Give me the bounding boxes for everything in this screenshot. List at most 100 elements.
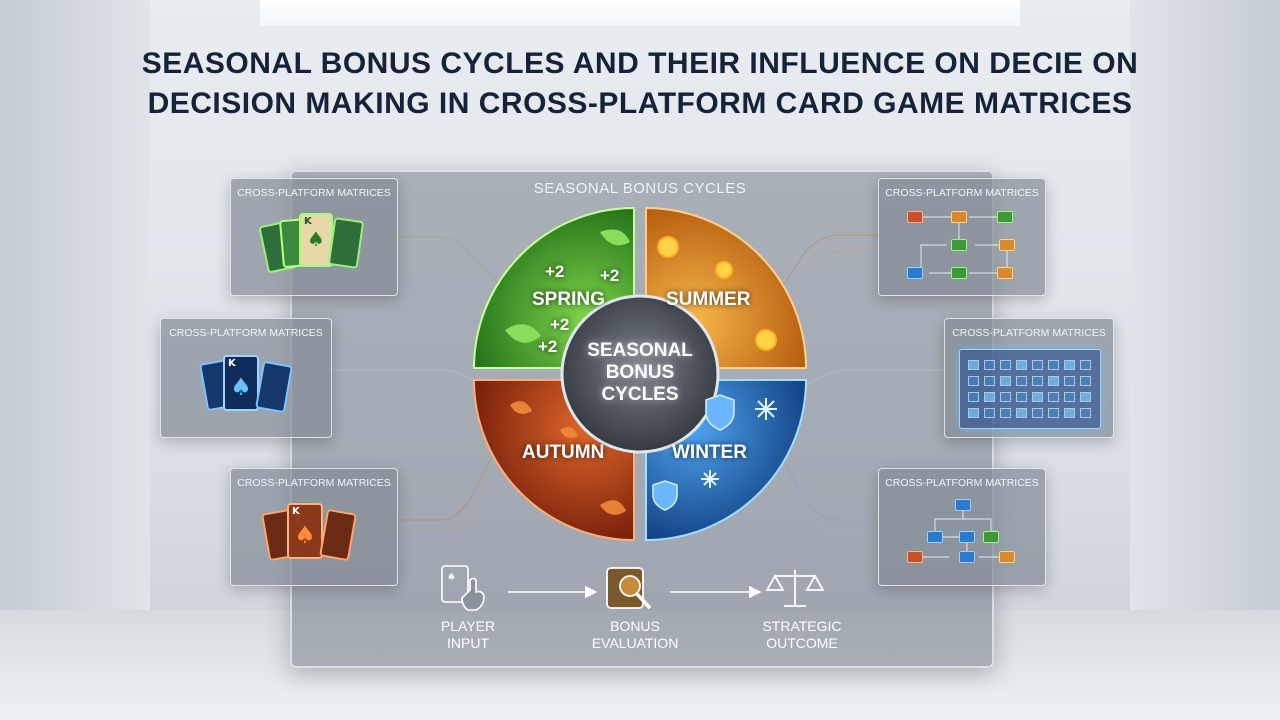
spade-icon: ♠ — [230, 373, 252, 401]
scales-icon — [765, 570, 825, 607]
matrix-node — [959, 531, 975, 543]
flow-step-line-1: BONUS — [610, 618, 660, 634]
card-king: K ♠ — [287, 503, 323, 559]
matrix-node — [951, 211, 967, 223]
center-label: SEASONAL BONUS CYCLES — [560, 340, 720, 406]
side-panel-label: CROSS-PLATFORM MATRICES — [952, 327, 1106, 339]
matrix-grid-cell — [1016, 408, 1027, 418]
matrix-grid-cell — [968, 392, 979, 402]
title-line-1: SEASONAL BONUS CYCLES AND THEIR INFLUENC… — [141, 47, 1139, 80]
matrix-grid-cell — [1016, 392, 1027, 402]
spade-icon: ♠ — [307, 227, 325, 251]
matrix-grid-cell — [1000, 408, 1011, 418]
flow-step-line-1: PLAYER — [440, 618, 496, 634]
matrix-grid-cells — [960, 350, 1100, 428]
summer-sun-icon — [657, 236, 777, 351]
matrix-grid-cell — [968, 376, 979, 386]
matrix-grid-cell — [1080, 408, 1091, 418]
side-panel-right-mid: CROSS-PLATFORM MATRICES — [944, 318, 1114, 438]
side-panel-label: CROSS-PLATFORM MATRICES — [885, 187, 1039, 199]
ceiling-light — [260, 0, 1020, 26]
matrix-grid-cell — [1048, 376, 1059, 386]
card-rank: K — [292, 506, 300, 517]
matrix-grid-cell — [1016, 360, 1027, 370]
matrix-node — [907, 211, 923, 223]
matrix-grid-cell — [968, 360, 979, 370]
matrix-grid-cell — [1032, 408, 1043, 418]
spring-bonus-1: +2 — [545, 262, 565, 281]
matrix-grid-cell — [1080, 360, 1091, 370]
matrix-grid-cell — [984, 360, 995, 370]
matrix-grid-cell — [1016, 376, 1027, 386]
center-hub — [560, 294, 720, 454]
center-line-3: CYCLES — [601, 384, 679, 405]
side-panel-label: CROSS-PLATFORM MATRICES — [237, 187, 391, 199]
spring-label: SPRING — [532, 289, 605, 310]
matrix-grid-cell — [984, 376, 995, 386]
matrix-grid-cell — [1032, 376, 1043, 386]
matrix-grid-cell — [1080, 392, 1091, 402]
matrix-grid-cell — [1000, 376, 1011, 386]
matrix-node — [959, 551, 975, 563]
flow-step-line-2: INPUT — [447, 635, 489, 651]
room-wall-right — [1130, 0, 1280, 720]
hand-card-icon: ♠ — [441, 565, 485, 611]
matrix-grid-cell — [1032, 392, 1043, 402]
spade-icon: ♠ — [294, 521, 316, 549]
title-line-2: DECISION MAKING IN CROSS-PLATFORM CARD G… — [147, 87, 1133, 120]
autumn-leaf-icon — [510, 401, 626, 515]
side-panel-left-top: CROSS-PLATFORM MATRICES K ♠ — [230, 178, 398, 296]
snowflake-icon — [701, 398, 777, 488]
matrix-node — [997, 211, 1013, 223]
side-panel-left-mid: CROSS-PLATFORM MATRICES K ♠ — [160, 318, 332, 438]
matrix-grid-cell — [1064, 392, 1075, 402]
card-rank: K — [228, 358, 236, 369]
matrix-node — [999, 239, 1015, 251]
flowchart-lines — [923, 509, 999, 558]
matrix-node — [983, 531, 999, 543]
page-title: SEASONAL BONUS CYCLES AND THEIR INFLUENC… — [0, 44, 1280, 124]
matrix-grid-cell — [1080, 376, 1091, 386]
spring-bonus-3: +2 — [550, 315, 570, 334]
flow-step-line-2: EVALUATION — [591, 635, 679, 651]
matrix-grid-cell — [1064, 360, 1075, 370]
flow-step-line-1: STRATEGIC — [762, 618, 842, 634]
flow-step-strategic-outcome: STRATEGIC OUTCOME — [742, 618, 862, 652]
flow-step-line-2: OUTCOME — [766, 635, 838, 651]
matrix-node — [951, 239, 967, 251]
matrix-node — [907, 551, 923, 563]
matrix-node — [999, 551, 1015, 563]
panel-heading: SEASONAL BONUS CYCLES — [533, 180, 747, 197]
center-line-1: SEASONAL — [587, 340, 693, 361]
spring-bonus-4: +2 — [538, 337, 558, 356]
matrix-node — [907, 267, 923, 279]
matrix-grid-cell — [1000, 392, 1011, 402]
matrix-node — [951, 267, 967, 279]
matrix-grid — [959, 349, 1101, 429]
matrix-grid-cell — [984, 392, 995, 402]
side-panel-left-bottom: CROSS-PLATFORM MATRICES K ♠ — [230, 468, 398, 586]
room-wall-left — [0, 0, 150, 720]
spring-bonus-2: +2 — [600, 266, 620, 285]
winter-shield-icon — [652, 394, 735, 511]
side-panel-right-top: CROSS-PLATFORM MATRICES — [878, 178, 1046, 296]
card-rank: K — [304, 216, 312, 227]
side-panel-label: CROSS-PLATFORM MATRICES — [237, 477, 391, 489]
matrix-node — [955, 499, 971, 511]
spring-leaf-icon — [505, 229, 630, 343]
matrix-grid-cell — [1032, 360, 1043, 370]
winter-label: WINTER — [672, 442, 747, 463]
matrix-grid-cell — [1048, 408, 1059, 418]
card-king: K ♠ — [299, 213, 333, 267]
svg-text:♠: ♠ — [447, 572, 456, 583]
matrix-grid-cell — [1048, 392, 1059, 402]
matrix-grid-cell — [984, 408, 995, 418]
center-line-2: BONUS — [605, 362, 675, 383]
matrix-node — [997, 267, 1013, 279]
matrix-grid-cell — [1064, 408, 1075, 418]
side-panel-right-bottom: CROSS-PLATFORM MATRICES — [878, 468, 1046, 586]
flow-step-bonus-evaluation: BONUS EVALUATION — [575, 618, 695, 652]
card-king: K ♠ — [223, 355, 259, 411]
